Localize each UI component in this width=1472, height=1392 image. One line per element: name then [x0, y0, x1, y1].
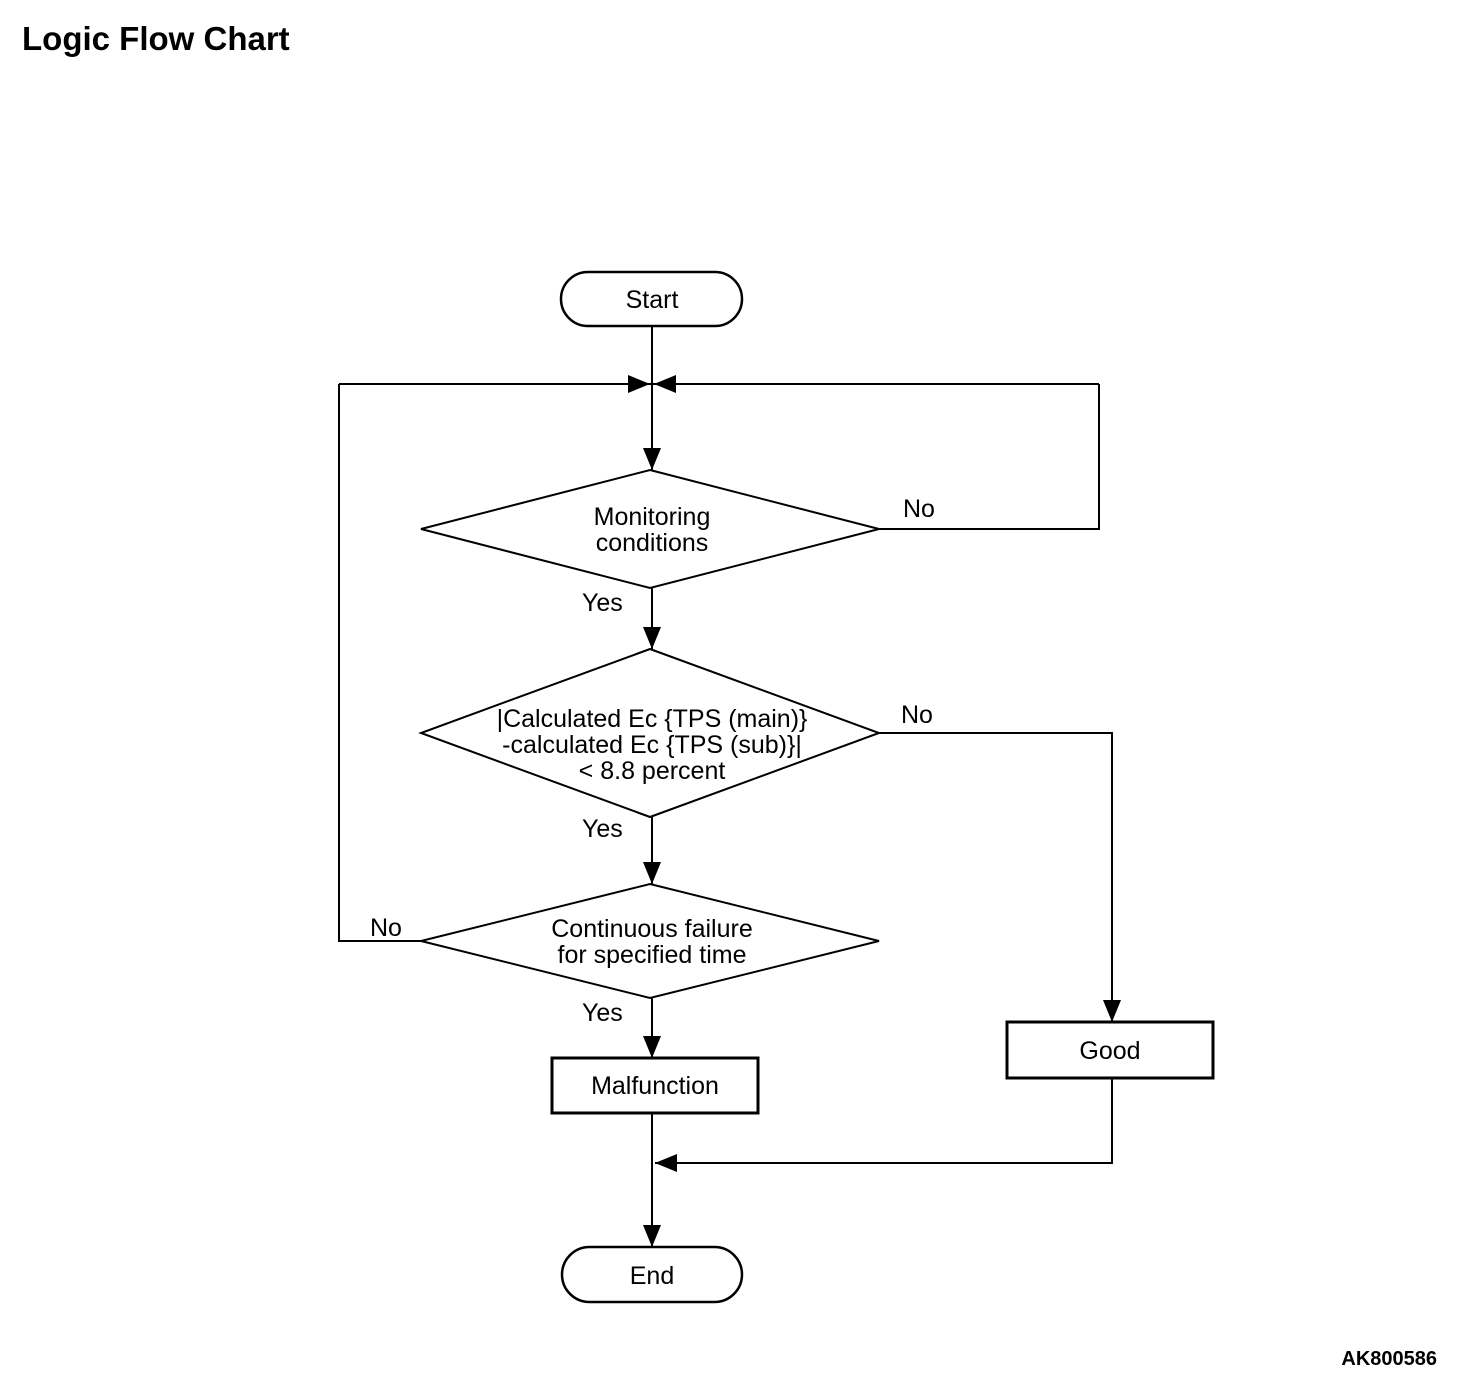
continuous-label-line1: Continuous failure [551, 915, 753, 943]
continuous-no-label: No [370, 914, 402, 942]
monitoring-label-line1: Monitoring [594, 503, 711, 531]
monitoring-in-arrowhead [643, 448, 661, 470]
decision-calculated-ec-difference [418, 647, 882, 819]
calculation-label-line2: -calculated Ec {TPS (sub)}| [502, 731, 802, 759]
end-node [560, 1245, 744, 1304]
edge-monitoring-no-loop [879, 384, 1100, 530]
edge-continuous-no-loop [338, 384, 421, 942]
malfunction-in-arrowhead [643, 1036, 661, 1058]
monitoring-yes-label: Yes [582, 589, 623, 617]
calculation-no-label: No [901, 701, 933, 729]
edge-good-to-merge [655, 1078, 1113, 1164]
junction-right-arrowhead [654, 375, 676, 393]
good-label: Good [1079, 1037, 1140, 1065]
calculation-in-arrowhead [643, 627, 661, 649]
calculation-label-line3: < 8.8 percent [579, 757, 726, 785]
merge-left-arrowhead [655, 1154, 677, 1172]
calculation-label-line1: |Calculated Ec {TPS (main)} [497, 705, 808, 733]
monitoring-no-label: No [903, 495, 935, 523]
malfunction-node [550, 1056, 760, 1115]
edge-calculation-no-to-good [879, 732, 1113, 1022]
monitoring-label-line2: conditions [596, 529, 709, 557]
calculation-yes-label: Yes [582, 815, 623, 843]
page-title: Logic Flow Chart [22, 20, 290, 57]
good-node [1005, 1020, 1215, 1080]
continuous-label-line2: for specified time [558, 941, 747, 969]
end-in-arrowhead [643, 1225, 661, 1247]
malfunction-label: Malfunction [591, 1072, 719, 1100]
continuous-yes-label: Yes [582, 999, 623, 1027]
decision-continuous-failure [420, 882, 880, 1000]
figure-code: AK800586 [1341, 1348, 1437, 1370]
start-node [559, 270, 744, 328]
continuous-in-arrowhead [643, 862, 661, 884]
good-in-arrowhead [1103, 1000, 1121, 1022]
decision-monitoring-conditions [420, 468, 880, 590]
start-label: Start [626, 286, 679, 314]
junction-left-arrowhead [628, 375, 650, 393]
end-label: End [630, 1262, 674, 1290]
